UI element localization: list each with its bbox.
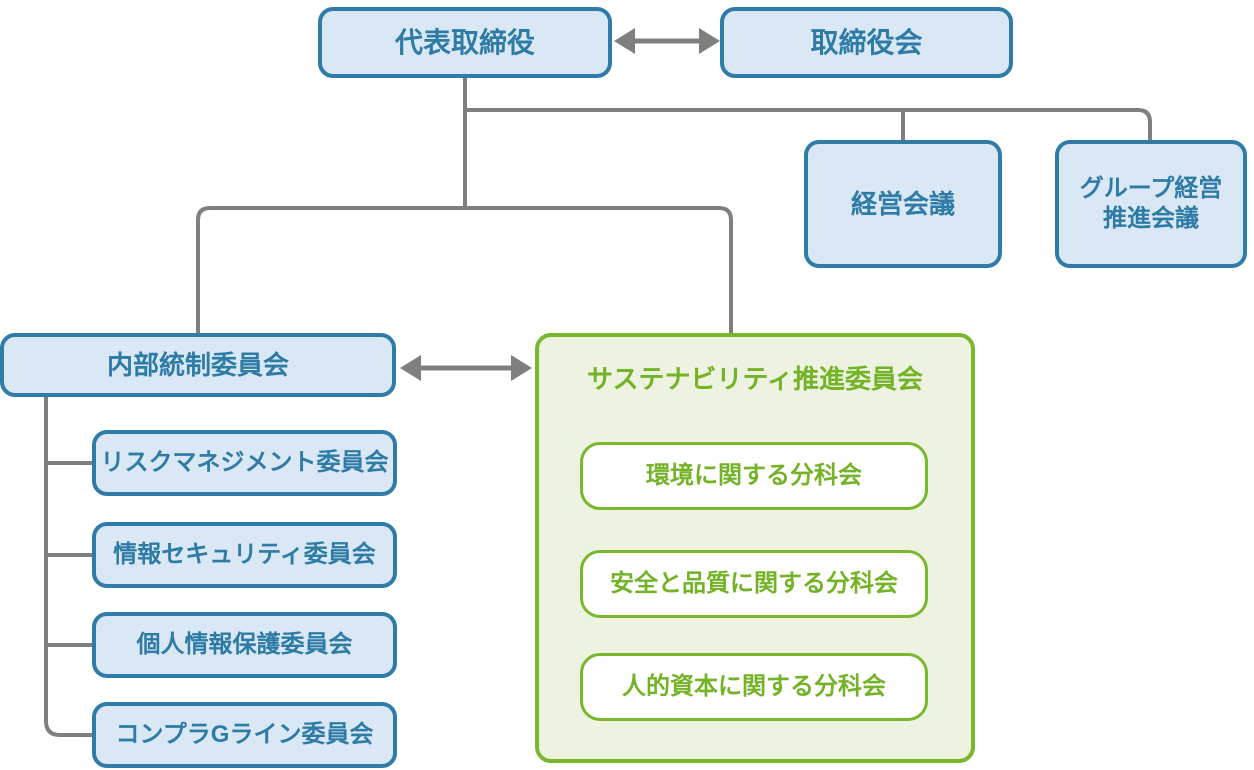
arrow-middle-right-head (511, 355, 532, 381)
box-internal-control-committee: 内部統制委員会 (0, 333, 396, 397)
sustainability-committee-title: サステナビリティ推進委員会 (587, 363, 923, 394)
connector-lower-branch (196, 206, 733, 333)
group-management-meeting-label: グループ経営 推進会議 (1079, 175, 1223, 232)
management-meeting-label: 経営会議 (850, 188, 955, 219)
board-of-directors-label: 取締役会 (810, 27, 923, 58)
arrow-top-right-head (699, 28, 720, 54)
box-sustainability-committee: サステナビリティ推進委員会 環境に関する分科会 安全と品質に関する分科会 人的資… (535, 333, 975, 763)
box-management-meeting: 経営会議 (804, 140, 1002, 268)
box-environment-subcommittee: 環境に関する分科会 (580, 442, 928, 510)
connector-subcommittee-spine (44, 397, 92, 737)
box-safety-quality-subcommittee: 安全と品質に関する分科会 (580, 550, 928, 618)
information-security-committee-label: 情報セキュリティ委員会 (113, 541, 376, 568)
box-risk-management-committee: リスクマネジメント委員会 (92, 430, 397, 496)
box-representative-director: 代表取締役 (318, 7, 612, 78)
human-capital-subcommittee-label: 人的資本に関する分科会 (622, 673, 886, 700)
box-personal-information-protection-committee: 個人情報保護委員会 (92, 612, 397, 678)
box-group-management-meeting: グループ経営 推進会議 (1055, 140, 1247, 268)
arrow-middle-left-head (400, 355, 421, 381)
box-compliance-gline-committee: コンプラGライン委員会 (92, 702, 397, 768)
box-human-capital-subcommittee: 人的資本に関する分科会 (580, 653, 928, 721)
arrow-top-left-head (614, 28, 635, 54)
box-board-of-directors: 取締役会 (720, 7, 1013, 78)
risk-management-committee-label: リスクマネジメント委員会 (100, 449, 389, 476)
connector-right-branch (465, 108, 1152, 140)
box-information-security-committee: 情報セキュリティ委員会 (92, 522, 397, 588)
representative-director-label: 代表取締役 (394, 27, 535, 58)
environment-subcommittee-label: 環境に関する分科会 (646, 462, 862, 489)
compliance-gline-committee-label: コンプラGライン委員会 (115, 721, 374, 748)
internal-control-committee-label: 内部統制委員会 (106, 349, 289, 380)
personal-information-protection-committee-label: 個人情報保護委員会 (136, 631, 353, 658)
safety-quality-subcommittee-label: 安全と品質に関する分科会 (610, 570, 898, 597)
